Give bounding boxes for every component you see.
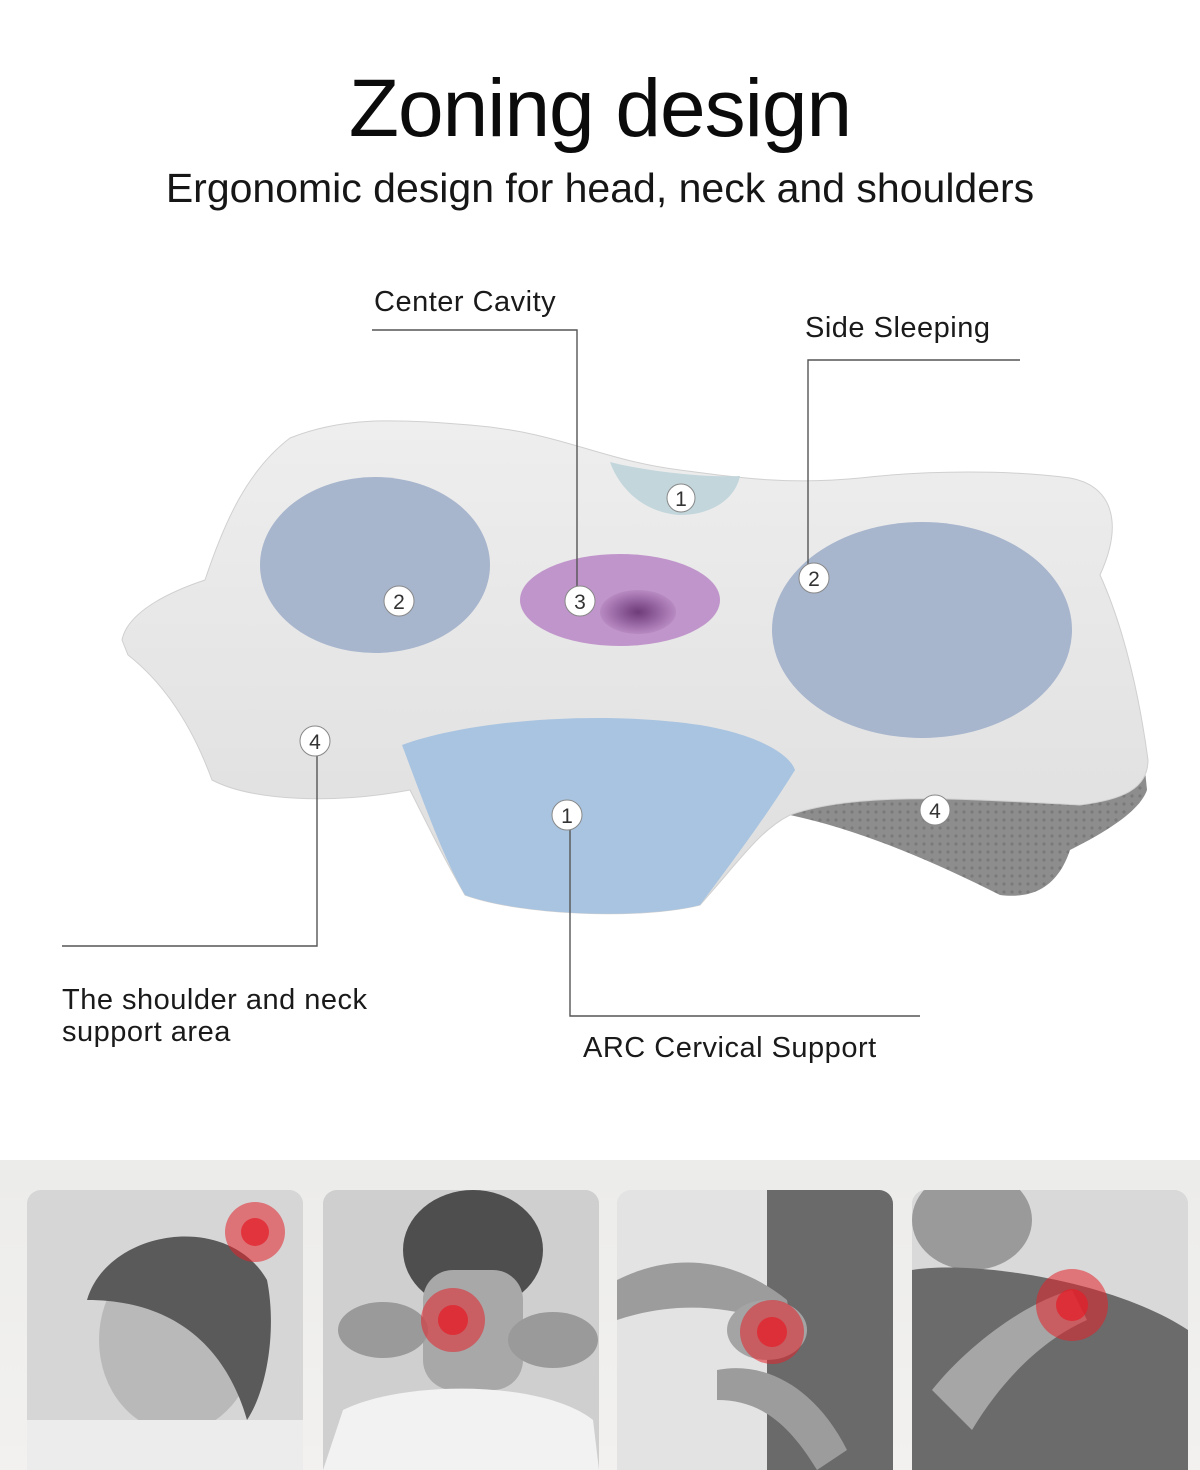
svg-text:4: 4	[309, 731, 321, 754]
marker-top-arc: 1	[666, 483, 696, 513]
elbow-pain-icon	[617, 1190, 893, 1470]
shoulder-pain-icon	[912, 1190, 1188, 1470]
marker-right-wing: 4	[919, 794, 951, 826]
marker-center: 3	[564, 585, 596, 617]
page-subtitle: Ergonomic design for head, neck and shou…	[165, 165, 1035, 211]
center-hole	[600, 590, 676, 634]
leader-side-sleeping	[807, 359, 1020, 568]
callout-shoulder-neck: The shoulder and neck support area	[62, 984, 368, 1049]
callout-center-cavity: Center Cavity	[374, 286, 557, 318]
svg-text:3: 3	[574, 591, 586, 614]
head-pain-icon	[27, 1190, 303, 1470]
marker-left-wing: 4	[299, 725, 331, 757]
svg-text:1: 1	[561, 805, 573, 828]
headache-photo	[27, 1190, 303, 1470]
leader-shoulder-neck	[62, 756, 318, 947]
marker-right-side: 2	[798, 562, 830, 594]
leader-lines	[62, 329, 1020, 1017]
zone-left-side	[260, 477, 490, 653]
page-title: Zoning design	[348, 63, 852, 154]
svg-text:2: 2	[808, 568, 820, 591]
leader-arc-cervical	[569, 830, 920, 1017]
zone-markers: 1 2 3 2 4 1 4	[299, 483, 951, 831]
svg-text:2: 2	[393, 591, 405, 614]
neck-pain-icon	[323, 1190, 599, 1470]
elbow-pain-photo	[617, 1190, 893, 1470]
neck-pain-photo	[323, 1190, 599, 1470]
shoulder-pain-photo	[912, 1190, 1188, 1470]
marker-front-arc: 1	[551, 799, 583, 831]
callout-arc-cervical: ARC Cervical Support	[583, 1032, 877, 1064]
zone-right-side	[772, 522, 1072, 738]
svg-text:4: 4	[929, 800, 941, 823]
pillow-diagram: 1 2 3 2 4 1 4	[62, 329, 1149, 1017]
marker-left-side: 2	[383, 585, 415, 617]
zone-front-arc	[402, 717, 795, 914]
leader-center-cavity	[372, 329, 578, 590]
callout-side-sleeping: Side Sleeping	[805, 312, 991, 344]
svg-text:1: 1	[675, 488, 687, 511]
